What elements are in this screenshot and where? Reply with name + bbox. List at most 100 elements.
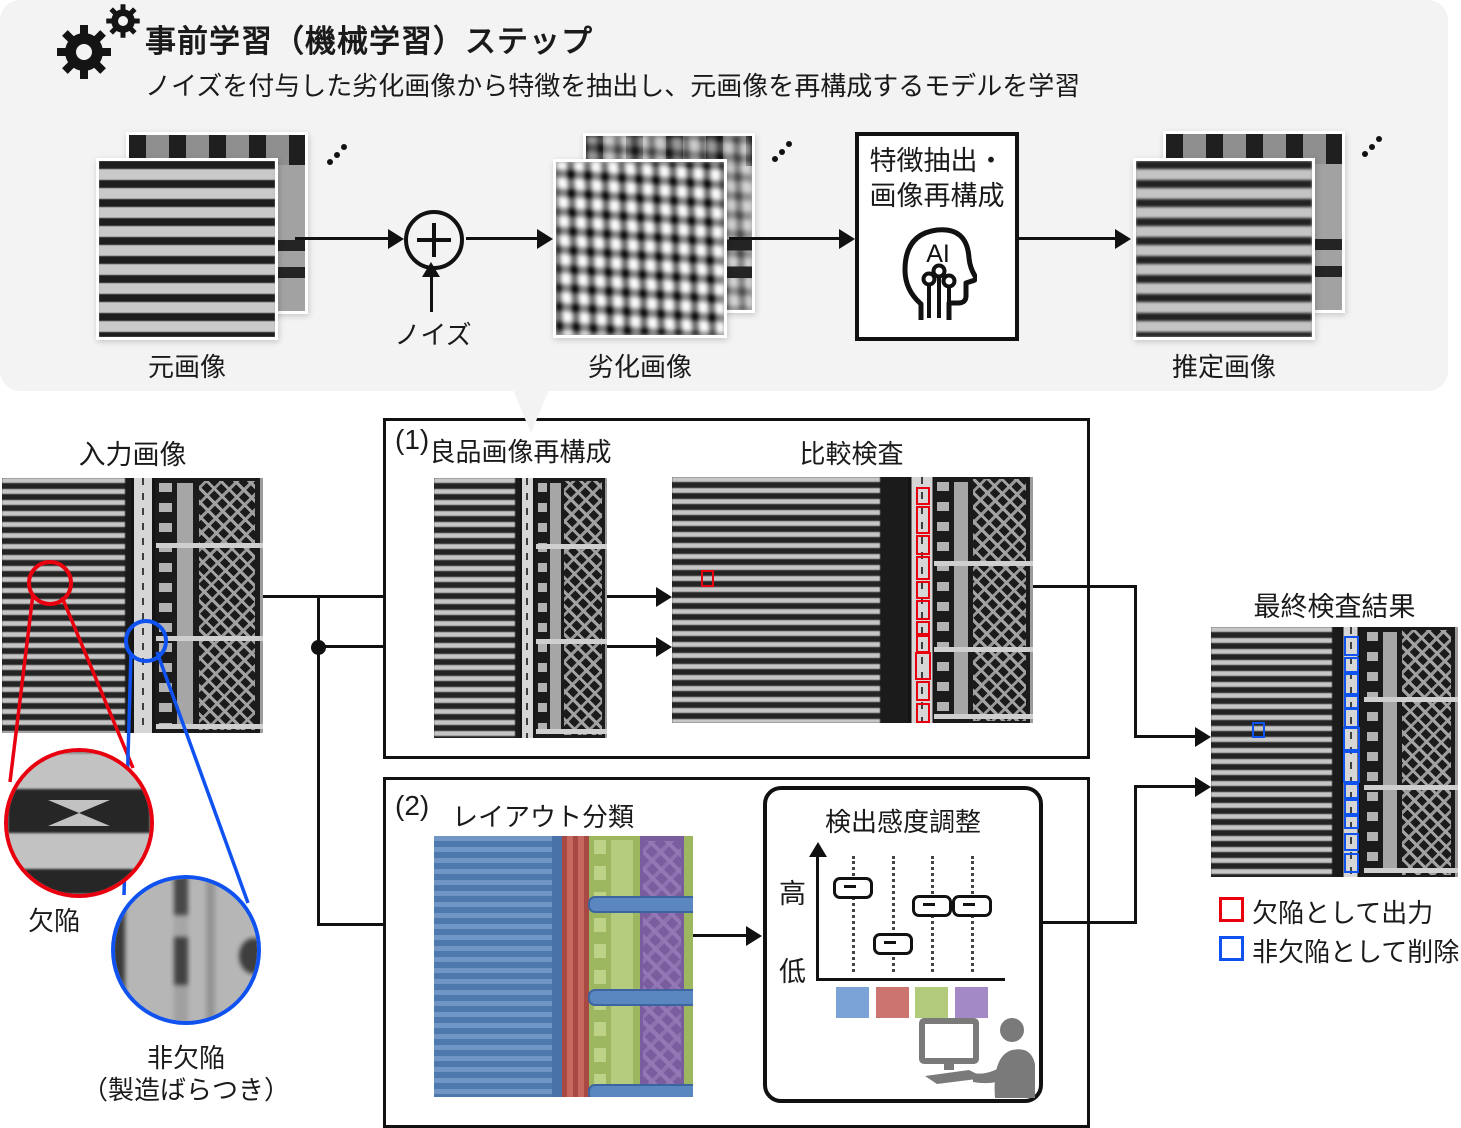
line-branch-vertical [317, 595, 320, 926]
final-result-title: 最終検査結果 [1253, 592, 1416, 622]
step1-number: (1) [395, 424, 430, 455]
input-image-label: 入力画像 [78, 440, 187, 470]
nondefect-detection-box [1344, 799, 1359, 815]
defect-detection-box [916, 681, 930, 701]
line-layout-to-sensitivity [693, 934, 747, 937]
defect-detection-box [916, 703, 930, 723]
category-swatch [836, 987, 869, 1018]
sensitivity-x-axis [816, 978, 1005, 981]
arrowhead-up [422, 262, 440, 277]
nondefect-detection-box [1344, 853, 1359, 873]
chip-lane [131, 478, 155, 733]
sensitivity-low-label: 低 [779, 957, 806, 987]
category-swatch [915, 987, 948, 1018]
original-image-label: 元画像 [147, 352, 226, 382]
ai-box-line2: 画像再構成 [869, 181, 1005, 211]
final-result-image [1211, 627, 1458, 877]
defect-detection-box [916, 621, 930, 635]
arrowhead [388, 229, 404, 249]
original-image [96, 158, 278, 340]
line-sensitivity-up [1134, 785, 1137, 924]
input-image [2, 478, 263, 733]
noise-label: ノイズ [394, 320, 472, 350]
defect-detection-box [916, 535, 930, 555]
sensitivity-title: 検出感度調整 [824, 807, 981, 837]
defect-marker-circle [27, 560, 73, 606]
nondefect-magnified-view [111, 875, 261, 1025]
defect-detection-box [916, 487, 930, 505]
nondefect-label-line2: （製造ばらつき） [81, 1075, 290, 1105]
arrowhead [537, 229, 553, 249]
layout-classification-image [434, 836, 693, 1097]
layout-label: レイアウト分類 [452, 802, 635, 832]
defect-label: 欠陥 [28, 906, 81, 936]
nondefect-detection-box [1344, 833, 1359, 851]
nondefect-detection-box [1344, 657, 1359, 673]
defect-magnified-view [4, 748, 154, 898]
line-input-bypass [319, 645, 434, 648]
line-recon-to-compare-1 [607, 595, 657, 598]
panel-pointer-triangle [511, 385, 551, 433]
defect-detection-box [916, 556, 930, 580]
gears-icon [57, 4, 140, 79]
ai-head-icon: AI [902, 227, 979, 320]
svg-text:AI: AI [926, 240, 950, 268]
defect-detection-box [916, 581, 930, 599]
chip-right-zone [155, 478, 263, 733]
arrow-ai-to-estimated [1019, 237, 1115, 240]
plus-add-noise-icon [404, 210, 464, 270]
line-input-to-recon [263, 595, 419, 598]
arrowhead [1195, 777, 1211, 797]
line-compare-out [1033, 585, 1137, 588]
ai-box-line1: 特徴抽出・ [869, 146, 1005, 176]
nondefect-detection-box [1343, 727, 1360, 751]
nondefect-label-line1: 非欠陥 [146, 1043, 225, 1073]
defect-detection-box [916, 506, 930, 534]
slider-handle [912, 894, 952, 917]
legend-nondefect-label: 非欠陥として削除 [1252, 937, 1460, 967]
arrowhead [656, 637, 672, 657]
degraded-image-label: 劣化画像 [587, 352, 692, 382]
line-compare-down [1134, 585, 1137, 738]
degraded-image-pattern [556, 162, 724, 335]
category-swatch [954, 987, 988, 1018]
slider-handle [872, 932, 913, 955]
defect-detection-box [701, 570, 714, 587]
arrowhead [746, 926, 762, 946]
arrowhead [839, 229, 855, 249]
defect-detection-box [916, 635, 930, 653]
sensitivity-y-axis [816, 856, 819, 980]
original-image-pattern [99, 161, 275, 337]
ellipsis-dots [772, 141, 792, 163]
arrow-plus-to-degraded [466, 237, 537, 240]
pretraining-title: 事前学習（機械学習）ステップ [145, 24, 593, 59]
ellipsis-dots [1362, 136, 1382, 158]
degraded-image [553, 159, 727, 338]
slider-handle [833, 876, 873, 899]
nondefect-detection-box [1344, 695, 1359, 709]
arrow-degraded-to-ai [729, 237, 839, 240]
slider-track [852, 856, 855, 972]
nondefect-detection-box [1343, 751, 1360, 783]
line-to-final-1 [1134, 735, 1196, 738]
line-branch-to-layout [319, 923, 419, 926]
defect-detection-box [916, 600, 930, 620]
category-swatch [875, 987, 909, 1018]
recon-label: 良品画像再構成 [429, 437, 612, 467]
legend-nondefect-swatch [1219, 936, 1244, 961]
ai-feature-extraction-box: 特徴抽出・ 画像再構成 AI [855, 132, 1019, 341]
axis-arrowhead-icon [809, 842, 827, 857]
compare-label: 比較検査 [799, 439, 904, 469]
arrowhead [1195, 727, 1211, 747]
line-recon-to-compare-2 [607, 645, 657, 648]
nondefect-detection-box [1344, 636, 1359, 656]
estimated-image [1133, 158, 1315, 340]
comparison-image [672, 477, 1033, 723]
reconstructed-image [434, 478, 607, 738]
nondefect-detection-box [1344, 708, 1359, 728]
nondefect-marker-circle [124, 619, 168, 663]
defect-detection-box [915, 652, 931, 680]
slider-handle [951, 894, 992, 917]
noise-arrow-line [430, 276, 433, 312]
